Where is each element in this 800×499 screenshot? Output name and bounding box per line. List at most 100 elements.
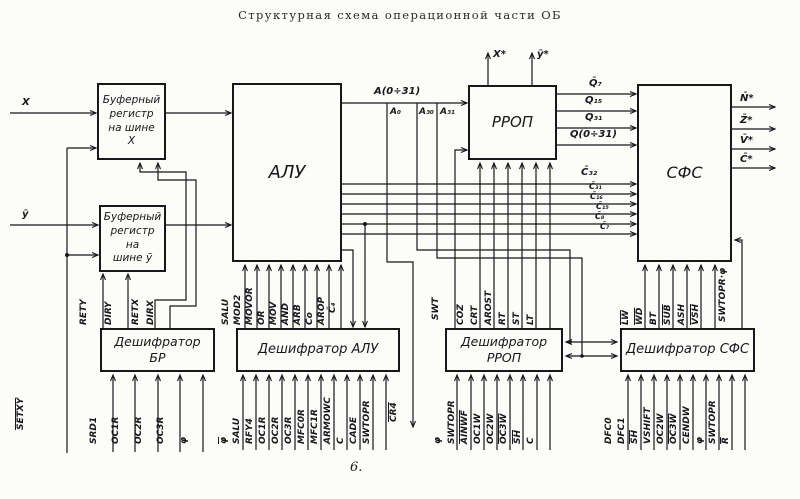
page-number: 6. [350,460,363,475]
signal-label-oc1r-alu: OC1R [258,416,268,444]
signal-label-mfc0r: MFC0R [297,409,307,444]
signal-label-bt: BT [649,312,659,325]
signal-label-oc3w-rrop: OC3W [499,413,509,444]
signal-label-ainwf: AINWF [460,410,470,444]
signal-label-dfc1: DFC1 [617,417,627,445]
signal-label-cr4: CR4 [389,402,399,422]
block-buffer-register-y: Буферный регистр на шине ȳ [99,205,166,272]
block-decoder-alu: Дешифратор АЛУ [236,328,400,372]
signal-label-phi-br: φ [179,436,189,444]
signal-label-n-star: N̄* [740,93,754,104]
signal-label-oc3r-alu: OC3R [284,416,294,444]
signal-label-v-star: V̄* [740,135,753,146]
signal-label-cendw: CENDW [682,406,692,444]
signal-label-vshift: VSHIFT [643,407,653,444]
signal-label-sub: SUB [663,304,673,325]
signal-label-arost: AROST [484,290,494,325]
signal-label-rt: RT [498,312,508,325]
signal-label-a31: A₃₁ [440,107,455,117]
signal-label-q15: Q̄₁₅ [585,95,603,106]
signal-label-wd: WD [635,307,645,325]
block-decoder-rrop: Дешифратор РРОП [445,328,563,372]
signal-label-rety: RETY [79,299,89,325]
signal-label-q-bus: Q(0÷31) [570,129,617,140]
signal-label-c-rrop: C [526,437,536,444]
signal-label-oc1r-br: OC1R [111,416,121,444]
signal-label-r: R [721,437,731,444]
signal-label-crt: CRT [470,305,480,325]
signal-label-oc2r-alu: OC2R [271,416,281,444]
block-alu: АЛУ [232,83,342,262]
signal-label-co: Co [305,312,315,325]
block-rrop: РРОП [468,85,557,160]
signal-label-srd1: SRD1 [89,416,99,444]
signal-label-swtopr-sfs: SWTOPR [708,400,718,444]
signal-label-swtopr-alu: SWTOPR [362,400,372,444]
signal-label-cade: CADE [349,416,359,444]
signal-label-oc3r-br: OC3R [156,416,166,444]
signal-label-a0: A₀ [390,107,401,117]
signal-label-a30: A₃₀ [419,107,434,117]
signal-label-diry: DIRY [104,301,114,325]
signal-label-arb: ARB [293,304,303,325]
signal-label-mod2: MOD2 [233,294,243,325]
signal-label-armowc: ARMOWC [323,396,333,444]
signal-label-coz: COZ [456,304,466,325]
signal-label-mfc1r: MFC1R [310,409,320,444]
signal-label-salu-alu: SALU [221,299,231,325]
signal-label-dirx: DIRX [146,300,156,325]
signal-label-oc2w-sfs: OC2W [656,413,666,444]
signal-label-c7: C̄₇ [600,222,610,231]
signal-label-c15: C̄₁₅ [596,202,609,211]
signal-label-c16: C̄₁₆ [590,192,603,201]
signal-label-setxy: SETXY [16,397,26,430]
signal-label-arop: AROP [317,296,327,325]
signal-label-or: OR [257,310,267,325]
signal-label-c-alu: C [336,437,346,444]
signal-label-c-star: C̄* [740,154,753,165]
signal-label-swtopr-phi: SWTOPR·φ [718,267,728,322]
signal-label-lw: LW [621,310,631,325]
wires [10,51,777,453]
signal-label-ash: ASH [677,304,687,325]
signal-label-movor: MOVOR [245,287,255,325]
signal-label-vsh: VSH [691,304,701,325]
signal-label-mov: MOV [269,301,279,325]
diagram-title: Структурная схема операционной части ОБ [238,8,562,22]
signal-label-c8: C̄₈ [595,212,605,221]
signal-label-salu-dec: SALU [232,418,242,444]
block-sfs: СФС [637,84,732,262]
signal-label-x-star: X* [493,49,506,60]
signal-label-oc2r-br: OC2R [134,416,144,444]
signal-label-phi-sfs: φ [695,436,705,444]
signal-label-swt: SWT [431,297,441,320]
signal-label-sh-rrop: SH [513,429,523,444]
signal-label-lt: LT [526,314,536,325]
block-decoder-br: Дешифратор БР [100,328,215,372]
signal-label-x-input: X [22,97,30,108]
signal-label-oc2w-rrop: OC2W [486,413,496,444]
signal-label-swtopr-rrop: SWTOPR [447,400,457,444]
signal-label-and: AND [281,303,291,325]
signal-label-rfy4: RFY4 [245,418,255,444]
signal-label-phi-rrop: φ [433,436,443,444]
signal-label-oc3w-sfs: OC3W [669,413,679,444]
signal-label-a-bus: A(0÷31) [374,86,421,97]
signal-label-c32: C̄₃₂ [581,167,598,178]
signal-label-st: ST [512,312,522,325]
signal-label-q7: Q̄₇ [589,78,602,89]
signal-label-z-star: Z̄* [740,115,753,126]
signal-label-y-input: ȳ [22,209,29,220]
block-decoder-sfs: Дешифратор СФС [620,328,755,372]
signal-label-oc1w: OC1W [473,413,483,444]
signal-label-y-star: ȳ* [537,49,549,60]
signal-label-sh-sfs: SH [630,429,640,444]
signal-label-c31: C̄₃₁ [589,182,602,191]
signal-label-retx: RETX [131,298,141,325]
signal-label-dfc0: DFC0 [604,417,614,445]
signal-label-phi-alu: φ [219,436,229,444]
block-buffer-register-x: Буферный регистр на шине X [97,83,166,160]
signal-label-c4: C̄₄ [328,302,338,313]
